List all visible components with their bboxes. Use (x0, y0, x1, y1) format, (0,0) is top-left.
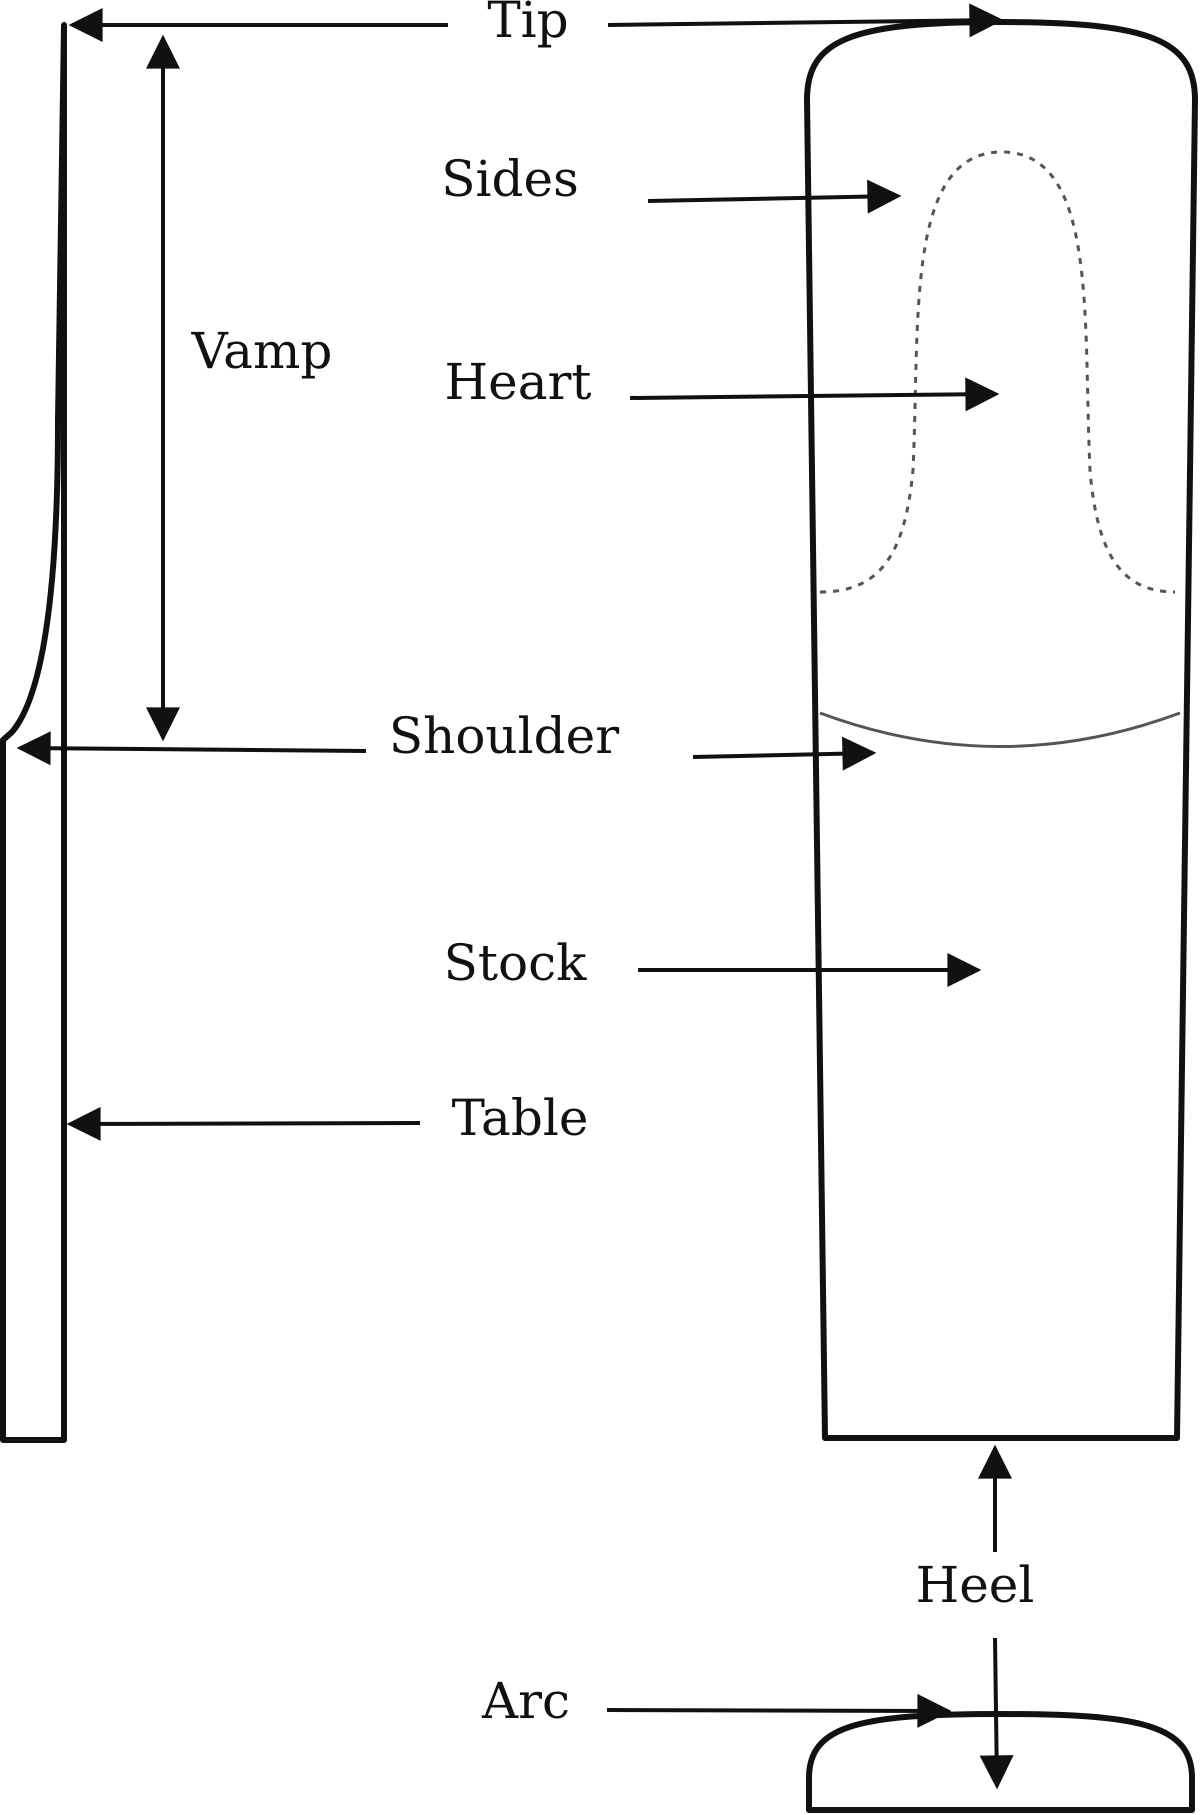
reed-side-view-outline (0, 22, 67, 1443)
heel-label: Heel (916, 1556, 1035, 1614)
shoulder-right-arrow (692, 736, 877, 771)
sides-label: Sides (441, 150, 579, 208)
tip-right-arrow (607, 3, 1004, 38)
sides-arrow (647, 179, 902, 214)
arc-end-view-outline (806, 1711, 1195, 1813)
shoulder-label: Shoulder (389, 707, 619, 765)
heart-arrow (629, 377, 1000, 412)
arc-arrow (606, 1693, 952, 1728)
heart-outline (819, 150, 1176, 594)
reed-front-view-outline (804, 19, 1198, 1441)
table-label: Table (452, 1089, 589, 1147)
heel-down-arrow (979, 1637, 1014, 1790)
shoulder-left-arrow (16, 731, 367, 766)
arc-label: Arc (481, 1672, 570, 1730)
tip-label: Tip (487, 0, 568, 49)
vamp-label: Vamp (191, 322, 333, 380)
heart-label: Heart (445, 353, 592, 411)
table-arrow (66, 1106, 421, 1141)
stock-label: Stock (444, 934, 587, 992)
shoulder-curve (819, 711, 1181, 748)
